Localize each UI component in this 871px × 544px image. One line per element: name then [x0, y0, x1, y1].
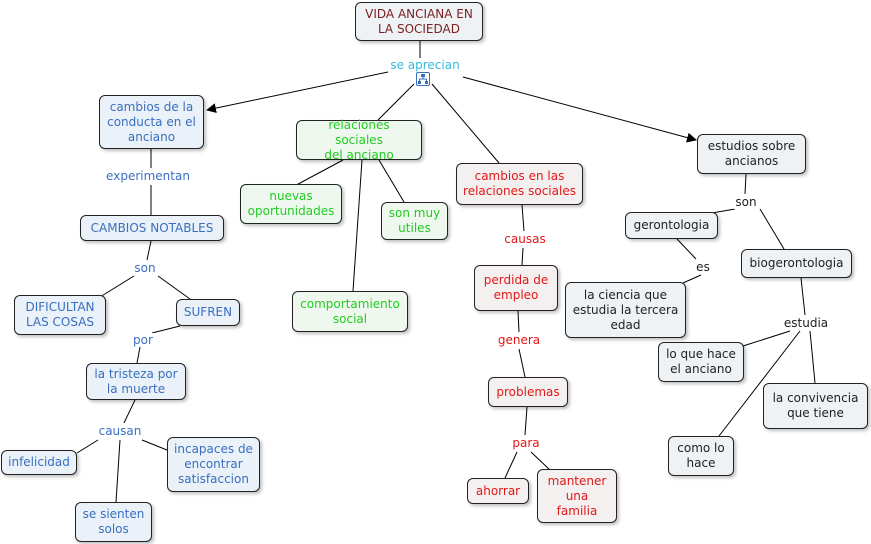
concept-se-sienten-solos[interactable]: se sienten solos — [75, 502, 152, 542]
link-genera: genera — [495, 333, 543, 347]
link-son-estudios: son — [733, 195, 759, 209]
link-se-aprecian: se aprecian — [388, 58, 462, 72]
link-por: por — [131, 333, 155, 347]
concept-perdida-empleo[interactable]: perdida de empleo — [474, 265, 558, 311]
concept-nuevas-oportunidades[interactable]: nuevas oportunidades — [240, 184, 342, 224]
concept-comportamiento-social[interactable]: comportamiento social — [292, 291, 408, 332]
concept-relaciones-sociales[interactable]: relaciones sociales del anciano — [296, 118, 422, 162]
link-es: es — [694, 260, 712, 274]
link-causas: causas — [502, 232, 548, 246]
link-estudia: estudia — [781, 316, 831, 330]
concept-tristeza[interactable]: la tristeza por la muerte — [86, 363, 186, 400]
concept-ciencia-tercera-edad[interactable]: la ciencia que estudia la tercera edad — [565, 282, 686, 338]
link-experimentan: experimentan — [104, 169, 192, 183]
concept-estudios-ancianos[interactable]: estudios sobre ancianos — [697, 134, 806, 174]
concept-cambios-relaciones[interactable]: cambios en las relaciones sociales — [456, 163, 583, 205]
concept-ahorrar[interactable]: ahorrar — [467, 478, 529, 504]
concept-son-muy-utiles[interactable]: son muy utiles — [381, 202, 448, 240]
concept-dificultan[interactable]: DIFICULTAN LAS COSAS — [14, 295, 106, 335]
concept-map-icon[interactable] — [416, 72, 430, 86]
concept-problemas[interactable]: problemas — [488, 377, 568, 407]
concept-incapaces[interactable]: incapaces de encontrar satisfaccion — [167, 437, 260, 492]
concept-convivencia[interactable]: la convivencia que tiene — [763, 383, 868, 429]
concept-biogerontologia[interactable]: biogerontologia — [741, 249, 852, 278]
link-son-conducta: son — [132, 261, 158, 275]
link-para: para — [510, 436, 542, 450]
concept-infelicidad[interactable]: infelicidad — [1, 450, 77, 475]
concept-lo-que-hace[interactable]: lo que hace el anciano — [658, 342, 744, 382]
link-causan: causan — [96, 424, 144, 438]
concept-sufren[interactable]: SUFREN — [176, 299, 240, 326]
concept-como-lo-hace[interactable]: como lo hace — [668, 436, 734, 476]
concept-cambios-conducta[interactable]: cambios de la conducta en el anciano — [99, 95, 204, 149]
concept-cambios-notables[interactable]: CAMBIOS NOTABLES — [80, 215, 224, 241]
concept-mantener-familia[interactable]: mantener una familia — [537, 469, 617, 523]
concept-gerontologia[interactable]: gerontologia — [625, 212, 718, 239]
root-concept[interactable]: VIDA ANCIANA EN LA SOCIEDAD — [355, 2, 483, 41]
